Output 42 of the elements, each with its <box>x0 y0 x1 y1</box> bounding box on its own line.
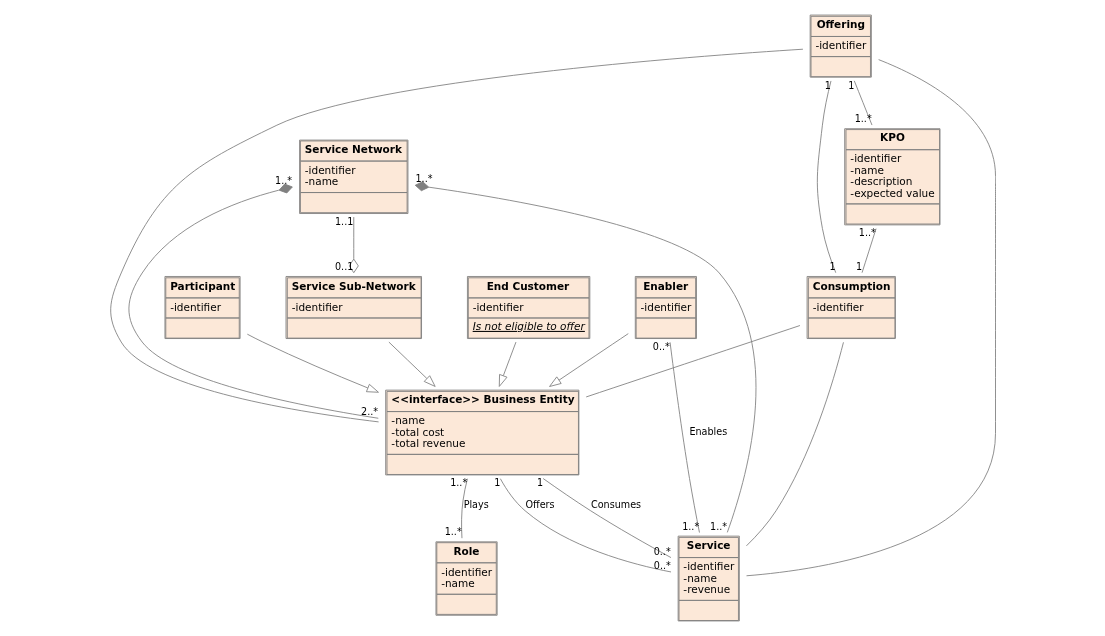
label: 0..1 <box>334 260 353 272</box>
connector <box>585 325 800 398</box>
label: 1 <box>829 260 836 272</box>
edge-label: Enables <box>688 425 727 437</box>
label: 1..* <box>444 526 462 538</box>
label: 1..* <box>274 175 292 187</box>
connector <box>460 478 468 539</box>
label: 1 <box>493 477 500 489</box>
connector <box>816 80 836 274</box>
connector <box>109 48 803 423</box>
connector <box>414 181 756 533</box>
arrow <box>246 333 379 393</box>
label: 1..* <box>854 113 872 125</box>
edge-label: Plays <box>463 498 489 510</box>
label: 0..* <box>652 341 670 353</box>
connector <box>127 183 379 419</box>
label: 1..* <box>681 520 699 532</box>
connector <box>745 341 844 547</box>
label: 1 <box>855 260 862 272</box>
connector <box>745 59 996 577</box>
connector <box>669 341 700 533</box>
arrow <box>498 341 516 387</box>
edge-label: Consumes <box>590 498 641 510</box>
label: 1 <box>536 477 543 489</box>
arrow <box>387 341 436 387</box>
label: 1 <box>824 79 831 91</box>
label: 1..* <box>415 173 433 185</box>
label: 0..* <box>653 545 671 557</box>
label: 0..* <box>653 560 671 572</box>
connector <box>348 216 359 274</box>
label: 1..* <box>858 227 876 239</box>
connector <box>499 478 671 573</box>
label: 1..* <box>449 477 467 489</box>
label: 1 <box>847 79 854 91</box>
label: 2..* <box>360 406 378 418</box>
label: 1..* <box>709 520 727 532</box>
arrow <box>548 333 629 387</box>
connector <box>861 228 877 274</box>
connector <box>542 478 671 558</box>
connector <box>853 80 872 126</box>
edge-label: Offers <box>524 498 555 510</box>
label: 1..1 <box>334 215 353 227</box>
